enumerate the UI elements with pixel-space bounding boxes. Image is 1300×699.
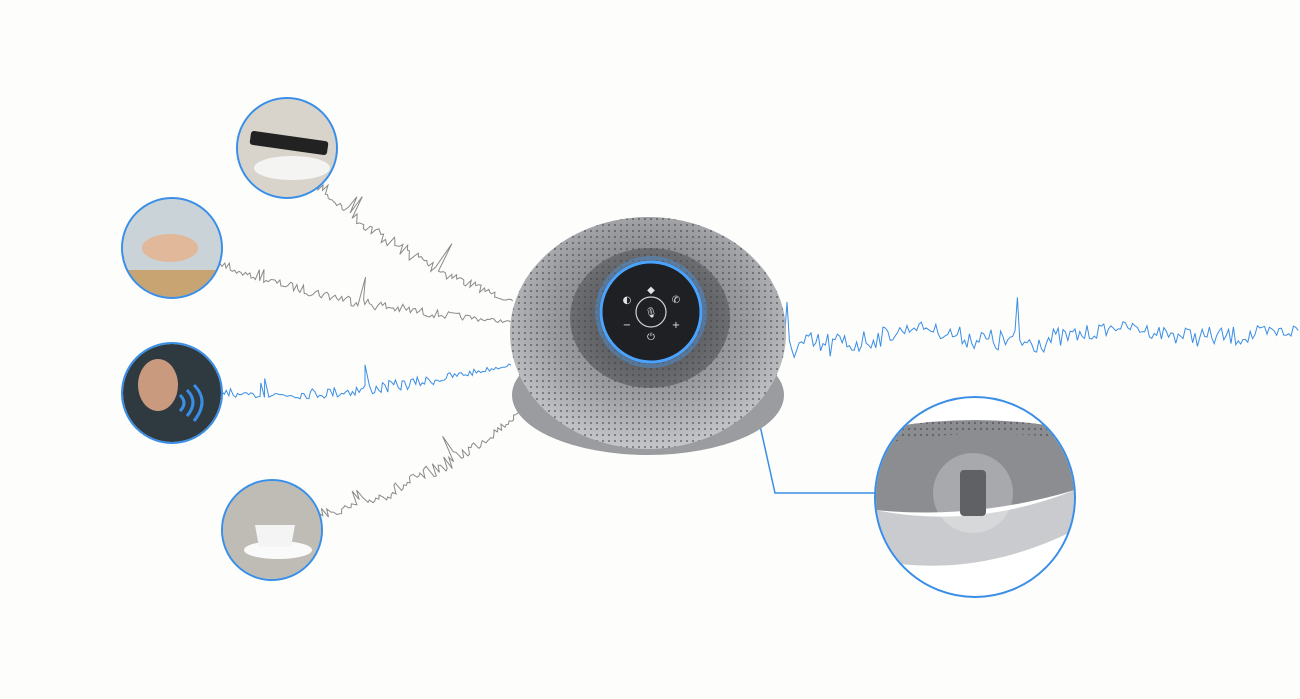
phone-icon[interactable]: ✆ [672,295,680,306]
gray-wave-cup [317,410,522,518]
power-icon[interactable]: ⏻ [647,332,655,343]
scene-phone-on-device [236,97,338,199]
microphone-icon[interactable]: 🎙 [645,307,658,319]
speakerphone: 🎙 ◆ ◐ ✆ − + ⏻ [510,217,786,455]
blue-wave-output [714,297,1299,359]
usb-port-detail [874,396,1076,598]
sound-waves [219,183,1299,518]
gray-wave-phone [317,183,514,302]
gray-wave-tap [219,261,512,324]
blue-wave-voice [221,363,512,400]
volume-up-icon[interactable]: + [672,320,680,331]
scene-teacup [221,479,323,581]
volume-down-icon[interactable]: − [623,320,631,331]
detail-connector-line [756,411,877,494]
scene-speaking-person [121,342,223,444]
scene-finger-tap [121,197,223,299]
mute-icon[interactable]: ◐ [623,295,632,306]
bluetooth-icon[interactable]: ◆ [647,285,655,296]
